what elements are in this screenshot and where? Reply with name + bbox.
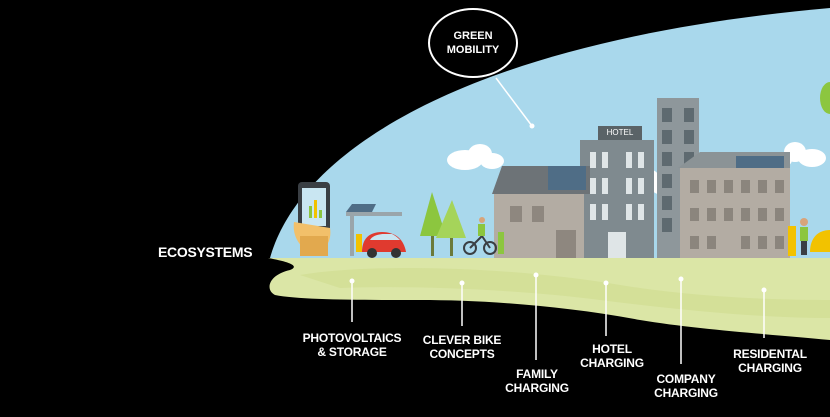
car-icon (362, 232, 406, 258)
callout-lines (351, 276, 765, 364)
ecosystems-label: ECOSYSTEMS (158, 244, 253, 260)
hotel-sign: HOTEL (606, 128, 634, 137)
person-icon (800, 218, 808, 255)
label-hotel: HOTEL CHARGING (580, 342, 644, 370)
hotel-sign-board (598, 126, 642, 140)
green-mobility-bubble: GREEN MOBILITY (428, 8, 518, 78)
ground-shade (300, 267, 830, 318)
charging-station-icon (498, 232, 504, 254)
label-photovoltaics: PHOTOVOLTAICS & STORAGE (302, 331, 402, 359)
car-icon (810, 230, 830, 252)
cloud (447, 144, 504, 170)
label-residential: RESIDENTAL CHARGING (733, 347, 807, 375)
solar-panel-icon (346, 204, 402, 256)
green-mobility-label: GREEN MOBILITY (446, 30, 500, 56)
label-company: COMPANY CHARGING (654, 372, 718, 400)
tree-icon (820, 82, 830, 114)
bubble-pointer-line (495, 77, 533, 127)
charging-station-icon (788, 226, 796, 256)
cyclist-icon (463, 217, 497, 255)
tree-icon (420, 192, 466, 256)
label-clever-bike: CLEVER BIKE CONCEPTS (422, 333, 502, 361)
phone-icon (293, 182, 331, 256)
label-family: FAMILY CHARGING (505, 367, 569, 395)
